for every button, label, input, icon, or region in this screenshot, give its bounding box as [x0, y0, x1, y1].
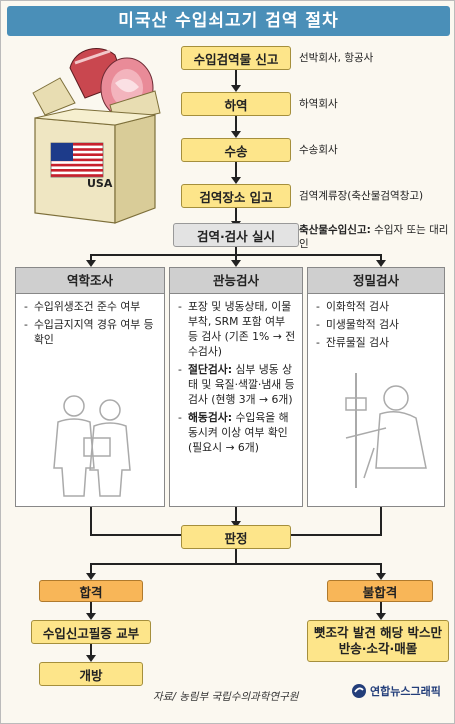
step-warehousing: 검역장소 입고 [181, 184, 291, 208]
arrow-down [376, 563, 386, 580]
arrow-down [231, 254, 241, 267]
us-flag-icon [50, 142, 104, 178]
column-sensory: 관능검사 포장 및 냉동상태, 이물부착, SRM 포함 여부 등 검사 (기존… [169, 267, 303, 507]
connector [90, 563, 382, 565]
credit-logo: 연합뉴스그래픽 [351, 683, 441, 699]
column-epidemiology: 역학조사 수입위생조건 준수 여부 수입금지지역 경유 여부 등 확인 [15, 267, 165, 507]
arrow-down [86, 644, 96, 662]
connector [235, 247, 237, 255]
list-item: 이화학적 검사 [316, 299, 438, 314]
connector [235, 549, 237, 564]
arrow-down [86, 602, 96, 620]
fail-box: 불합격 [327, 580, 433, 602]
arrow-down [231, 116, 241, 138]
arrow-down [86, 563, 96, 580]
arrow-down [376, 602, 386, 620]
pass-box: 합격 [39, 580, 143, 602]
arrow-down [231, 208, 241, 228]
usa-meat-box-illustration [32, 48, 161, 224]
usa-label: USA [87, 177, 113, 190]
column-heading: 역학조사 [16, 268, 164, 294]
list-item: 절단검사: 심부 냉동 상태 및 육질·색깔·냄새 등 검사 (현행 3개 → … [178, 362, 296, 407]
arrow-down [231, 162, 241, 184]
microscope-illustration [345, 373, 427, 488]
column-heading: 정밀검사 [308, 268, 444, 294]
list-item: 해동검사: 수입육을 해동시켜 이상 여부 확인 (필요시 → 6개) [178, 410, 296, 455]
release-box: 개방 [39, 662, 143, 686]
step-warehousing-note: 검역계류장(축산물검역창고) [299, 190, 424, 202]
step-inspection-note: 축산물수입신고: 수입자 또는 대리인 [299, 224, 449, 250]
step-import-declaration: 수입검역물 신고 [181, 46, 291, 70]
source-note: 자료/ 농림부 국립수의과학연구원 [153, 691, 299, 703]
column-precision: 정밀검사 이화학적 검사 미생물학적 검사 잔류물질 검사 [307, 267, 445, 507]
certificate-issue-box: 수입신고필증 교부 [31, 620, 151, 644]
list-item: 수입금지지역 경유 여부 등 확인 [24, 317, 158, 347]
arrow-down [231, 507, 241, 528]
step-unloading-note: 하역회사 [299, 98, 338, 110]
fail-action-box: 뼛조각 발견 해당 박스만 반송·소각·매몰 [307, 620, 449, 662]
step-transport-note: 수송회사 [299, 144, 338, 156]
arrow-down [376, 254, 386, 267]
connector [380, 507, 382, 535]
step-transport: 수송 [181, 138, 291, 162]
connector [90, 507, 92, 535]
arrow-down [231, 70, 241, 92]
list-item: 수입위생조건 준수 여부 [24, 299, 158, 314]
yonhap-logo-icon [352, 684, 366, 698]
step-inspection: 검역·검사 실시 [173, 223, 299, 247]
list-item: 포장 및 냉동상태, 이물부착, SRM 포함 여부 등 검사 (기존 1% →… [178, 299, 296, 359]
list-item: 잔류물질 검사 [316, 335, 438, 350]
page-title: 미국산 수입쇠고기 검역 절차 [7, 6, 450, 36]
step-unloading: 하역 [181, 92, 291, 116]
connector [291, 534, 382, 536]
step-import-declaration-note: 선박회사, 항공사 [299, 52, 374, 64]
verdict-box: 판정 [181, 525, 291, 549]
credit-text: 연합뉴스그래픽 [370, 685, 441, 698]
list-item: 미생물학적 검사 [316, 317, 438, 332]
column-heading: 관능검사 [170, 268, 302, 294]
inspectors-illustration [53, 395, 131, 497]
connector [90, 534, 182, 536]
arrow-down [86, 254, 96, 267]
